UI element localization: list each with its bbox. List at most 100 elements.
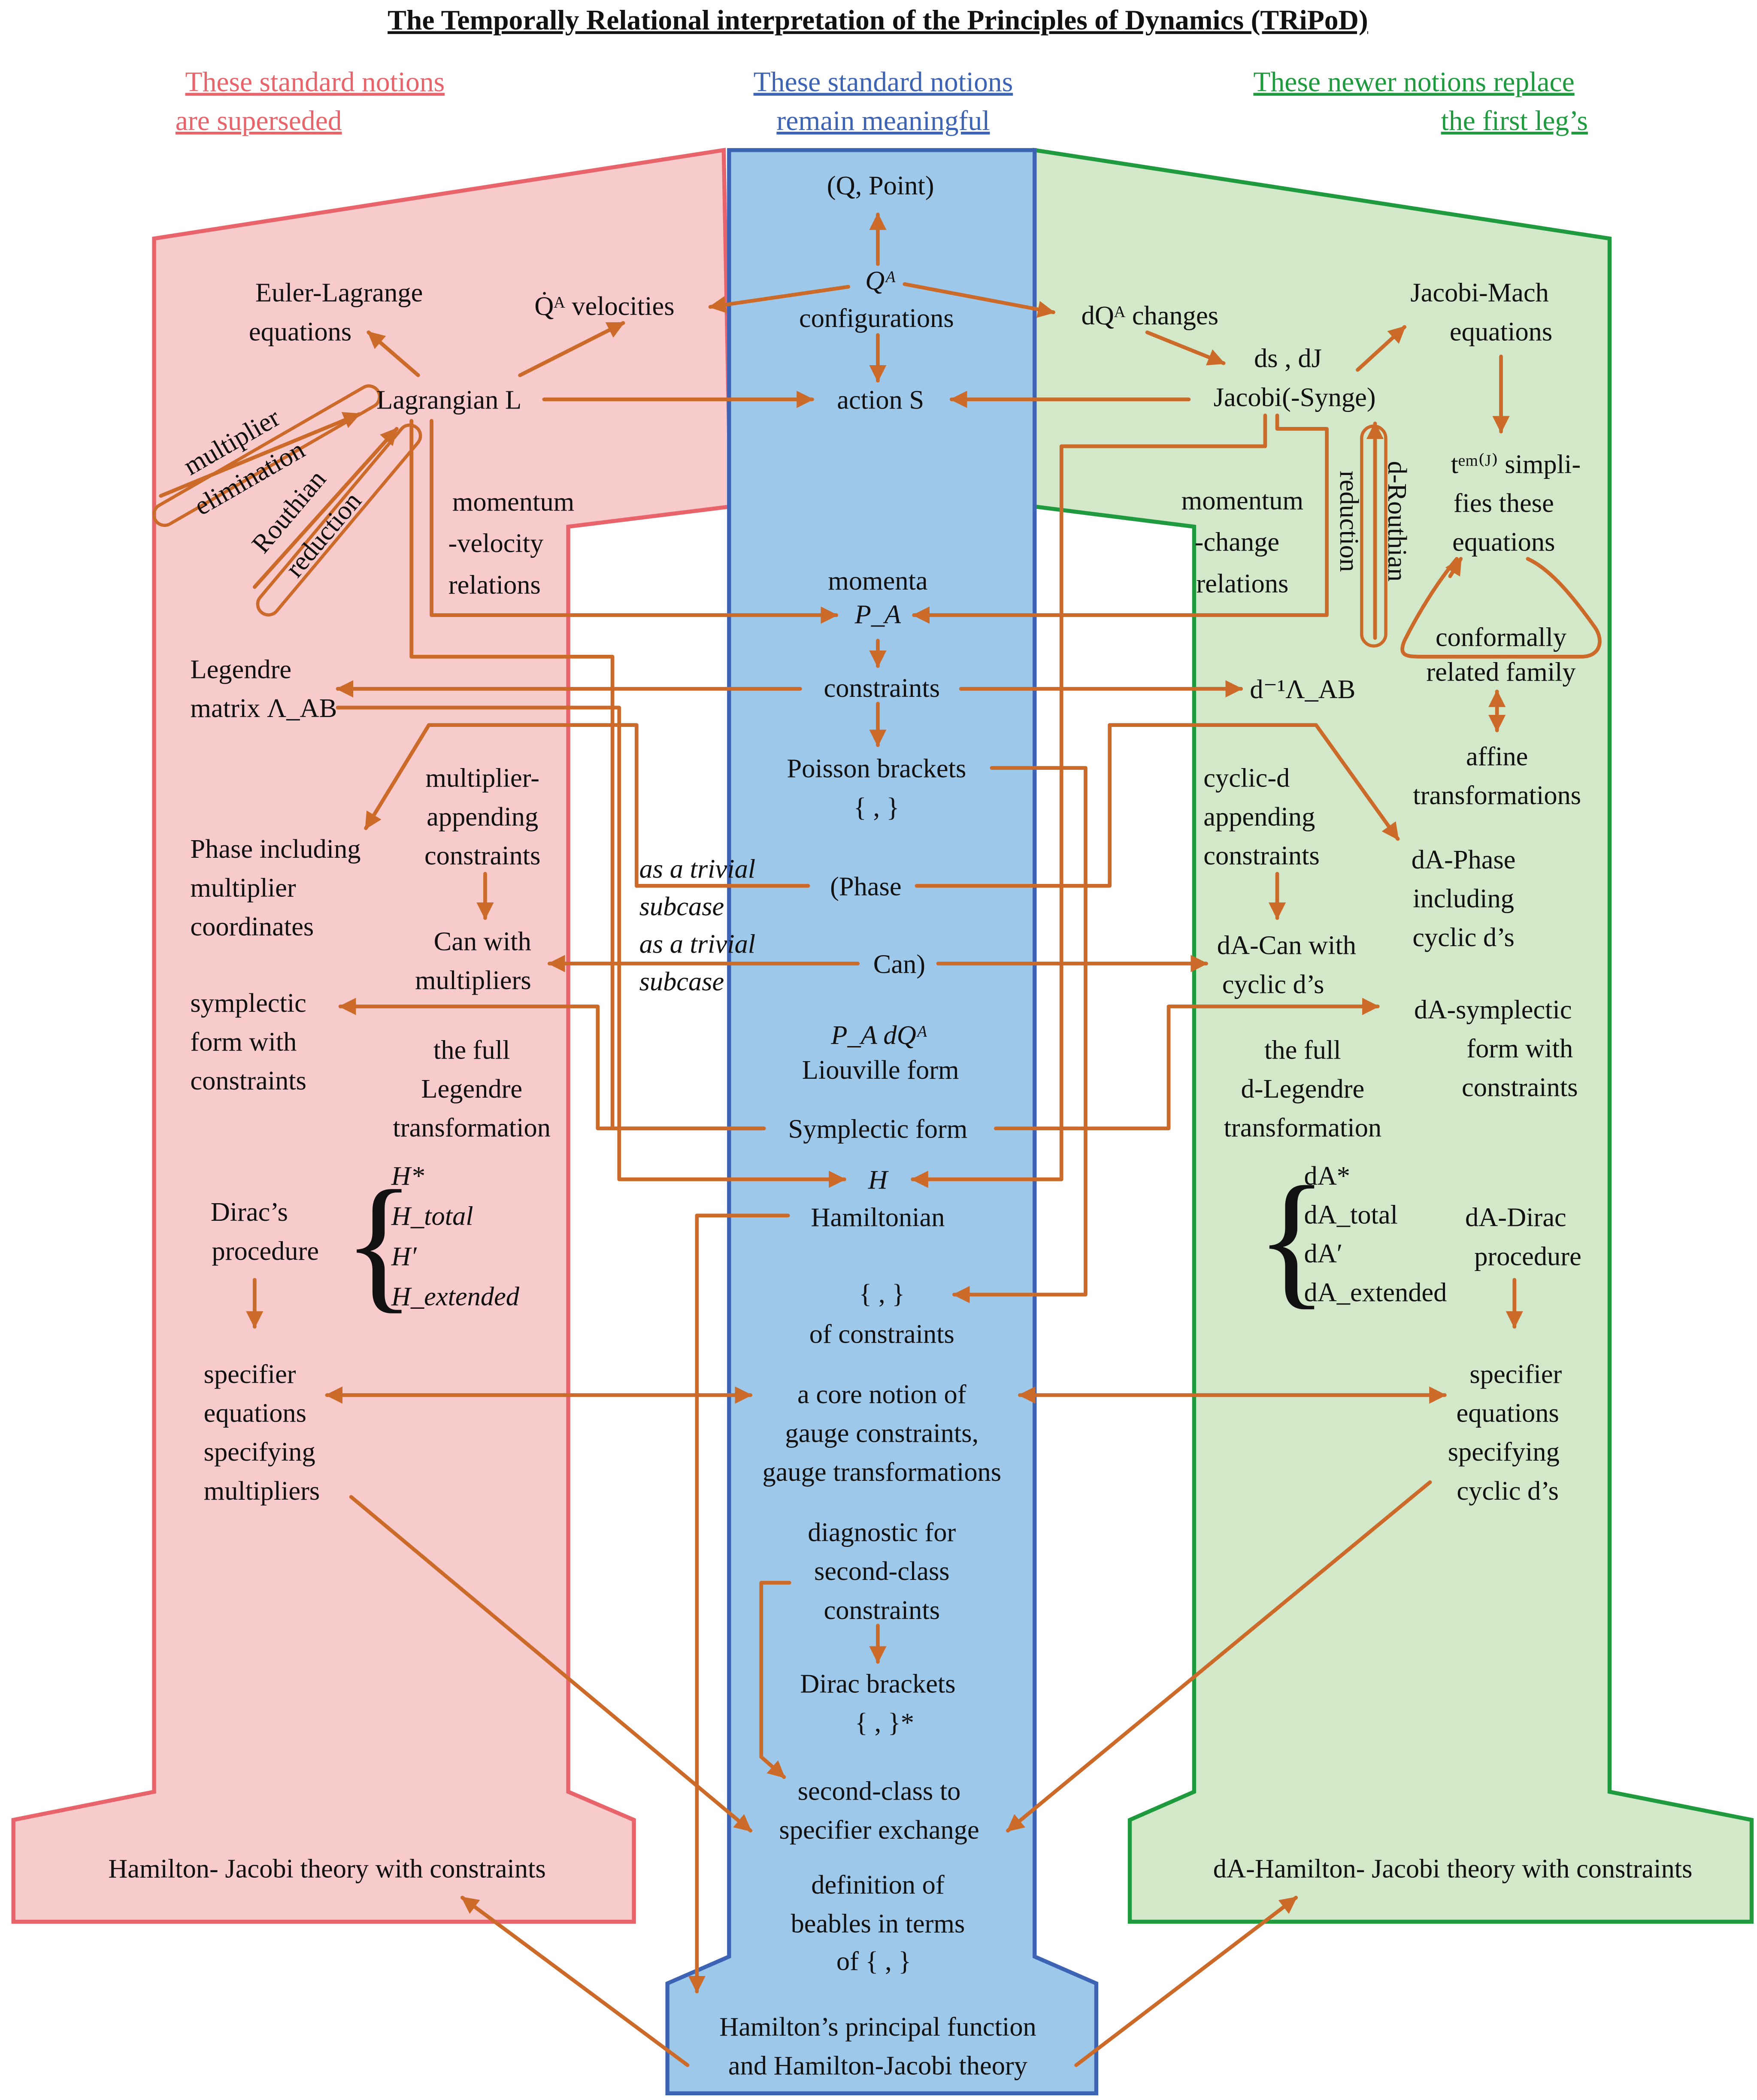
hamilton-principal-function: Hamilton’s principal function bbox=[719, 2012, 1036, 2042]
exchange-label: second-class to bbox=[798, 1776, 961, 1806]
da-symplectic-label: dA-symplectic bbox=[1414, 995, 1572, 1025]
specifier-cyclic-label: cyclic d’s bbox=[1457, 1476, 1559, 1506]
euler-lagrange-label: equations bbox=[249, 316, 351, 346]
exchange-label: specifier exchange bbox=[779, 1815, 979, 1845]
temj-label: fies these bbox=[1454, 488, 1554, 518]
specifier-multipliers-label: multipliers bbox=[204, 1476, 320, 1506]
momentum-change-label: relations bbox=[1196, 568, 1288, 598]
jacobi-mach-label: equations bbox=[1450, 316, 1552, 346]
brackets-constraints-label: of constraints bbox=[809, 1319, 954, 1349]
da-dirac-label: dA-Dirac bbox=[1465, 1202, 1566, 1232]
qa-label: Qᴬ bbox=[865, 266, 896, 296]
phase-multiplier-label: coordinates bbox=[190, 911, 314, 941]
cyclic-appending-label: constraints bbox=[1203, 840, 1320, 870]
hamiltonian-label: Hamiltonian bbox=[811, 1202, 945, 1232]
da-variants: dA′ bbox=[1304, 1238, 1342, 1268]
da-symplectic-label: form with bbox=[1466, 1033, 1573, 1063]
dirac-procedure-label: procedure bbox=[212, 1236, 319, 1266]
configurations-label: configurations bbox=[799, 303, 954, 333]
hj-constraints-label: Hamilton- Jacobi theory with constraints bbox=[108, 1854, 546, 1884]
beables-label: beables in terms bbox=[791, 1909, 965, 1939]
full-d-legendre-label: transformation bbox=[1224, 1112, 1382, 1142]
trivial-subcase-label: as a trivial bbox=[639, 929, 756, 959]
ds-dj-label: ds , dJ bbox=[1254, 343, 1322, 373]
full-d-legendre-label: d-Legendre bbox=[1241, 1074, 1365, 1104]
specifier-multipliers-label: specifying bbox=[204, 1437, 315, 1467]
middle-column bbox=[665, 148, 1099, 2096]
brackets-constraints-symbol: { , } bbox=[859, 1279, 905, 1309]
momenta-label: momenta bbox=[828, 566, 927, 596]
da-hj-label: dA-Hamilton- Jacobi theory with constrai… bbox=[1213, 1854, 1693, 1884]
da-phase-label: cyclic d’s bbox=[1412, 922, 1515, 952]
jacobi-synge-label: Jacobi(-Synge) bbox=[1214, 382, 1376, 412]
full-d-legendre-label: the full bbox=[1264, 1035, 1341, 1065]
hamiltonian-variants: H_extended bbox=[391, 1281, 520, 1311]
header-left: are superseded bbox=[176, 106, 342, 136]
brace-left: { bbox=[343, 1159, 415, 1326]
momentum-change-label: -change bbox=[1195, 527, 1280, 557]
right-column bbox=[1033, 148, 1754, 1924]
temj-label: tᵉᵐ⁽ᴶ⁾ simpli- bbox=[1451, 449, 1581, 479]
left-column bbox=[11, 148, 733, 1924]
affine-label: transformations bbox=[1413, 780, 1581, 810]
header-mid: remain meaningful bbox=[776, 106, 990, 136]
dqa-changes-label: dQᴬ changes bbox=[1081, 300, 1218, 330]
momentum-velocity-label: -velocity bbox=[448, 528, 543, 558]
liouville-label: Liouville form bbox=[802, 1055, 959, 1085]
beables-label: definition of bbox=[811, 1870, 945, 1900]
poisson-brackets-label: Poisson brackets bbox=[787, 753, 966, 783]
dirac-brackets-symbol: { , }* bbox=[855, 1707, 914, 1737]
da-dirac-label: procedure bbox=[1474, 1241, 1581, 1271]
momenta-symbol: P_A bbox=[854, 599, 901, 629]
trivial-subcase-label: subcase bbox=[639, 891, 724, 921]
d-routhian-label: d-Routhian bbox=[1382, 461, 1412, 581]
can-label: Can) bbox=[873, 949, 925, 979]
da-variants: dA_extended bbox=[1304, 1277, 1447, 1307]
action-s-label: action S bbox=[837, 385, 924, 415]
conformal-family-label: conformally bbox=[1436, 622, 1566, 652]
brace-right: { bbox=[1256, 1155, 1328, 1322]
multiplier-appending-label: appending bbox=[427, 802, 538, 832]
full-legendre-label: the full bbox=[433, 1035, 510, 1065]
hamiltonian-variants: H′ bbox=[391, 1241, 417, 1271]
da-can-label: cyclic d’s bbox=[1222, 969, 1324, 999]
euler-lagrange-label: Euler-Lagrange bbox=[255, 278, 423, 308]
liouville-symbol: P_A dQᴬ bbox=[830, 1020, 927, 1050]
cyclic-appending-label: cyclic-d bbox=[1203, 763, 1290, 793]
specifier-cyclic-label: specifier bbox=[1469, 1359, 1562, 1389]
phase-multiplier-label: multiplier bbox=[190, 872, 296, 902]
diagnostic-label: diagnostic for bbox=[808, 1517, 956, 1547]
legendre-matrix-label: Legendre bbox=[190, 654, 291, 684]
symplectic-constraints-label: constraints bbox=[190, 1065, 306, 1095]
hamiltonian-symbol: H bbox=[868, 1165, 889, 1195]
diagram-title: The Temporally Relational interpretation… bbox=[388, 5, 1368, 36]
velocities-label: Q̇ᴬ velocities bbox=[534, 291, 674, 321]
beables-label: of { , } bbox=[836, 1946, 911, 1976]
full-legendre-label: Legendre bbox=[421, 1074, 522, 1104]
trivial-subcase-label: subcase bbox=[639, 966, 724, 996]
d-inverse-lambda-label: d⁻¹Λ_AB bbox=[1250, 674, 1355, 704]
header-left: These standard notions bbox=[185, 67, 445, 97]
multiplier-appending-label: multiplier- bbox=[425, 763, 539, 793]
q-point-label: (Q, Point) bbox=[827, 170, 934, 200]
jacobi-mach-label: Jacobi-Mach bbox=[1410, 278, 1548, 308]
multiplier-appending-label: constraints bbox=[424, 840, 541, 870]
legendre-matrix-label: matrix Λ_AB bbox=[190, 693, 337, 723]
core-gauge-label: gauge constraints, bbox=[785, 1418, 978, 1448]
da-variants: dA_total bbox=[1304, 1199, 1398, 1229]
da-variants: dA* bbox=[1304, 1161, 1350, 1191]
dirac-procedure-label: Dirac’s bbox=[211, 1197, 288, 1227]
capsules bbox=[152, 384, 1387, 648]
symplectic-constraints-label: form with bbox=[190, 1027, 297, 1057]
d-routhian-label: reduction bbox=[1334, 471, 1364, 572]
symplectic-form-label: Symplectic form bbox=[788, 1114, 968, 1144]
da-can-label: dA-Can with bbox=[1217, 930, 1356, 960]
trivial-subcase-label: as a trivial bbox=[639, 854, 756, 884]
header-right: the first leg’s bbox=[1441, 106, 1588, 136]
full-legendre-label: transformation bbox=[393, 1112, 551, 1142]
momentum-velocity-label: momentum bbox=[452, 487, 574, 517]
core-gauge-label: a core notion of bbox=[797, 1379, 966, 1409]
phase-label: (Phase bbox=[830, 871, 901, 901]
specifier-cyclic-label: specifying bbox=[1448, 1437, 1560, 1467]
